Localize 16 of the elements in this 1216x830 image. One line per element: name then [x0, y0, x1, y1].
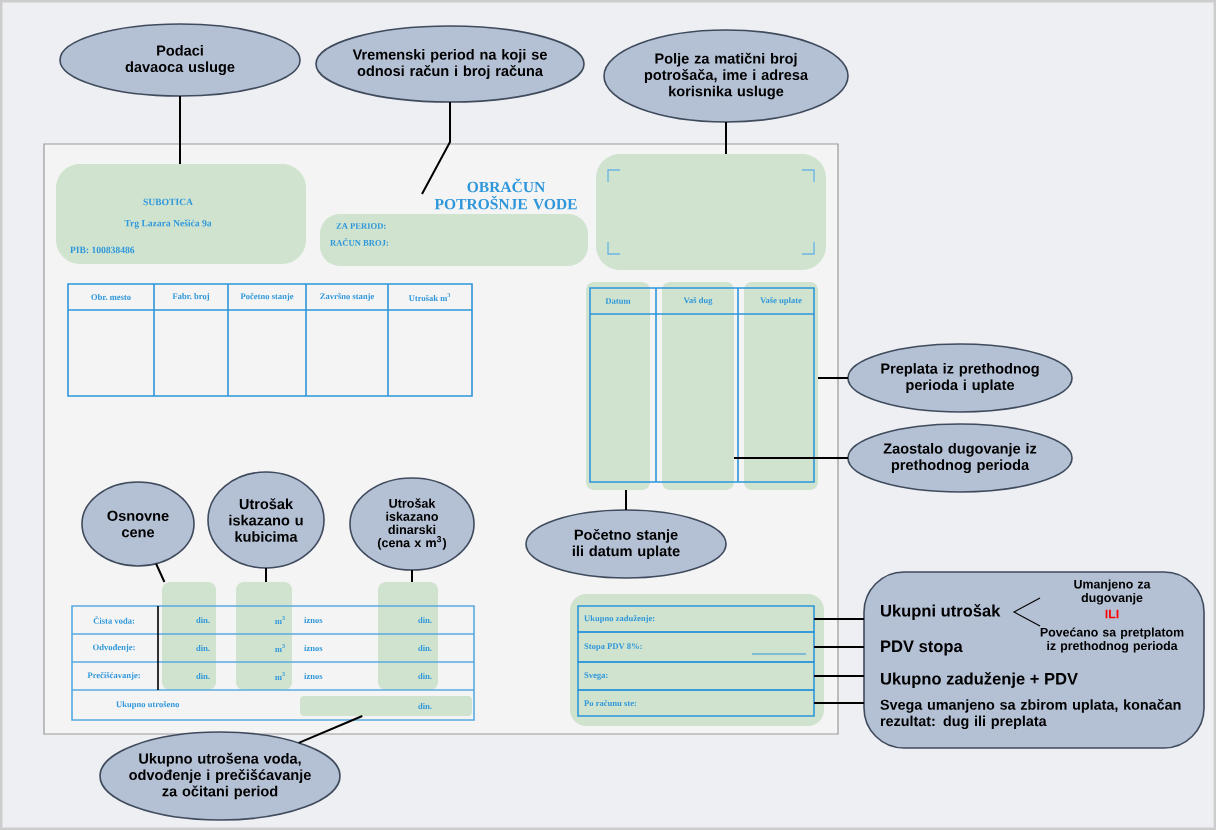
leader-line [625, 489, 627, 511]
leader-line [813, 618, 865, 620]
leader-line [733, 457, 849, 459]
leader-line [411, 569, 413, 583]
leader-line [265, 567, 267, 583]
leader-line [179, 95, 181, 165]
customer-box [596, 154, 826, 270]
leader-line [155, 562, 166, 583]
leader-line [813, 646, 865, 648]
summary-box [570, 594, 824, 726]
leader-line [297, 715, 364, 744]
leader-line [725, 121, 727, 155]
leader-line [813, 702, 865, 704]
leader-line [817, 377, 849, 379]
leader-line [421, 101, 451, 195]
leader-line [813, 675, 865, 677]
